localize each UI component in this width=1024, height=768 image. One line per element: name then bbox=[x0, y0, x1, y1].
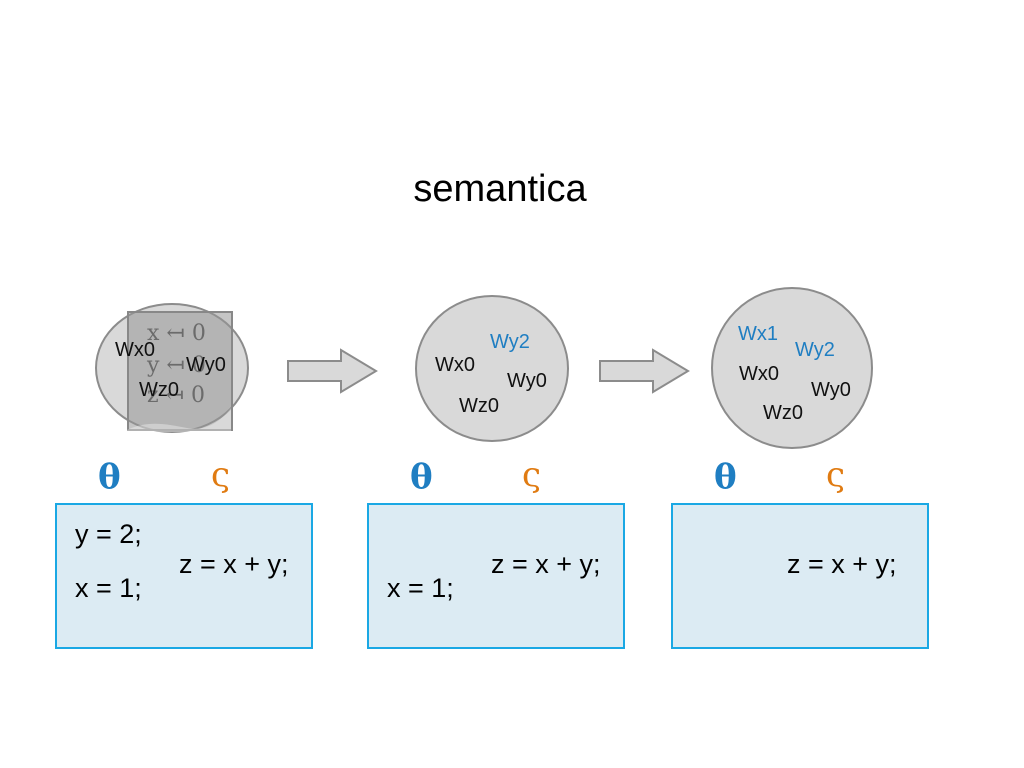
theta-symbol: θ bbox=[98, 457, 121, 497]
write-label-new: Wx1 bbox=[738, 323, 778, 345]
write-label-new: Wy2 bbox=[795, 339, 835, 361]
overlay-page-curl bbox=[127, 408, 231, 432]
write-label: Wx0 bbox=[115, 339, 155, 361]
write-label: Wy0 bbox=[507, 370, 547, 392]
sigma-code-line: z = x + y; bbox=[491, 549, 601, 579]
slide-title: semantica bbox=[413, 168, 587, 210]
write-label-new: Wy2 bbox=[490, 331, 530, 353]
theta-code-line: y = 2; bbox=[75, 519, 142, 549]
write-label: Wz0 bbox=[459, 395, 499, 417]
program-box-2: x = 1; z = x + y; bbox=[367, 503, 625, 649]
theta-code-line: x = 1; bbox=[75, 573, 142, 603]
sigma-code-line: z = x + y; bbox=[179, 549, 289, 579]
transition-arrow-1 bbox=[287, 348, 378, 394]
initial-assignment-overlay: x ↤ 0 y ↤ 0 z ↤ 0 bbox=[127, 311, 233, 431]
write-label: Wx0 bbox=[739, 363, 779, 385]
write-label: Wy0 bbox=[811, 379, 851, 401]
overlay-line-x: x ↤ 0 bbox=[147, 321, 206, 346]
write-label: Wz0 bbox=[763, 402, 803, 424]
program-box-1: y = 2; x = 1; z = x + y; bbox=[55, 503, 313, 649]
write-label: Wz0 bbox=[139, 379, 179, 401]
program-box-3: z = x + y; bbox=[671, 503, 929, 649]
theta-symbol: θ bbox=[410, 457, 433, 497]
overlay-line-y: y ↤ 0 bbox=[147, 353, 206, 378]
overlay-line-z: z ↤ 0 bbox=[147, 383, 206, 408]
sigma-symbol: ς bbox=[826, 455, 846, 495]
memory-state-2 bbox=[415, 295, 569, 442]
write-label: Wx0 bbox=[435, 354, 475, 376]
sigma-symbol: ς bbox=[522, 455, 542, 495]
theta-code-line: x = 1; bbox=[387, 573, 454, 603]
theta-symbol: θ bbox=[714, 457, 737, 497]
transition-arrow-2 bbox=[599, 348, 690, 394]
sigma-code-line: z = x + y; bbox=[787, 549, 897, 579]
write-label: Wy0 bbox=[186, 354, 226, 376]
memory-state-3 bbox=[711, 287, 873, 449]
sigma-symbol: ς bbox=[211, 455, 231, 495]
